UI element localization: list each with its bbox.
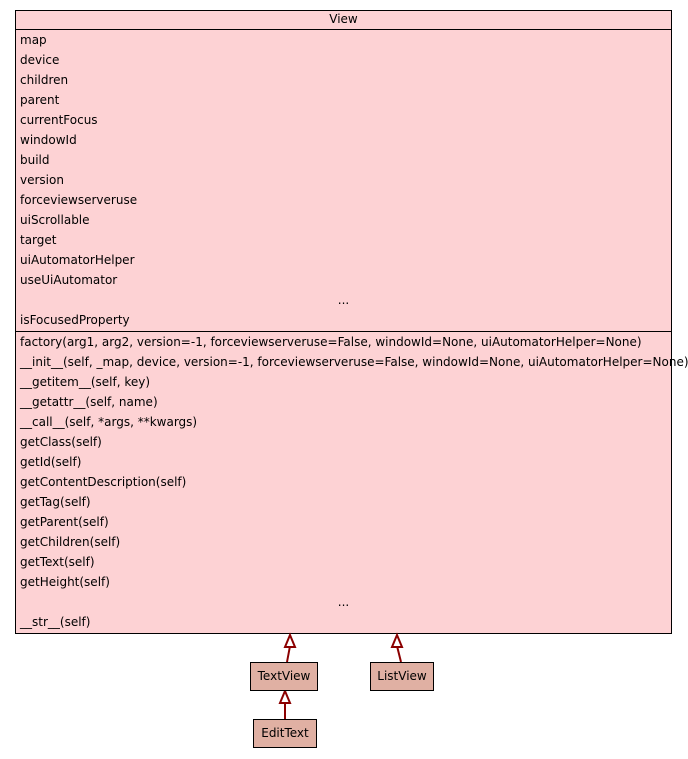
method-item: factory(arg1, arg2, version=-1, forcevie… — [20, 335, 642, 349]
attribute-item: target — [20, 233, 57, 247]
attribute-item: children — [20, 73, 69, 87]
method-item: __getitem__(self, key) — [20, 375, 151, 389]
attribute-ellipsis: ... — [337, 293, 350, 307]
attribute-item: device — [20, 53, 60, 67]
attribute-item: build — [20, 153, 50, 167]
class-view-methods: factory(arg1, arg2, version=-1, forcevie… — [16, 332, 688, 633]
method-item: getClass(self) — [20, 435, 102, 449]
class-textview-name: TextView — [257, 669, 311, 683]
arrow-listview-to-view — [396, 645, 402, 663]
class-view: View map device children parent currentF… — [15, 10, 688, 634]
attribute-item: windowId — [20, 133, 77, 147]
arrowhead-listview — [390, 632, 404, 648]
attribute-item: useUiAutomator — [20, 273, 118, 287]
attribute-item: currentFocus — [20, 113, 98, 127]
class-edittext-name: EditText — [261, 726, 309, 740]
method-item: getTag(self) — [20, 495, 91, 509]
attribute-item: map — [20, 33, 47, 47]
attribute-item: uiAutomatorHelper — [20, 253, 135, 267]
class-textview: TextView — [250, 662, 318, 691]
class-edittext: EditText — [253, 719, 317, 748]
attribute-item: parent — [20, 93, 60, 107]
method-item: __getattr__(self, name) — [20, 395, 158, 409]
method-item: getText(self) — [20, 555, 95, 569]
class-listview: ListView — [370, 662, 434, 691]
method-item: getChildren(self) — [20, 535, 121, 549]
class-view-attributes: map device children parent currentFocus … — [16, 30, 671, 332]
class-listview-name: ListView — [377, 669, 427, 683]
method-item: __init__(self, _map, device, version=-1,… — [20, 355, 688, 369]
attribute-item: forceviewserveruse — [20, 193, 138, 207]
method-item: __str__(self) — [20, 615, 91, 629]
method-item: getContentDescription(self) — [20, 475, 187, 489]
attribute-item: isFocusedProperty — [20, 313, 130, 327]
method-item: getId(self) — [20, 455, 82, 469]
method-item: getHeight(self) — [20, 575, 110, 589]
attribute-item: uiScrollable — [20, 213, 90, 227]
arrowhead-textview — [283, 632, 297, 648]
arrow-textview-to-view — [286, 645, 291, 663]
method-item: getParent(self) — [20, 515, 109, 529]
attribute-item: version — [20, 173, 64, 187]
arrowhead-edittext — [278, 688, 292, 704]
method-item: __call__(self, *args, **kwargs) — [20, 415, 198, 429]
method-ellipsis: ... — [337, 595, 350, 609]
class-view-title: View — [16, 11, 671, 30]
